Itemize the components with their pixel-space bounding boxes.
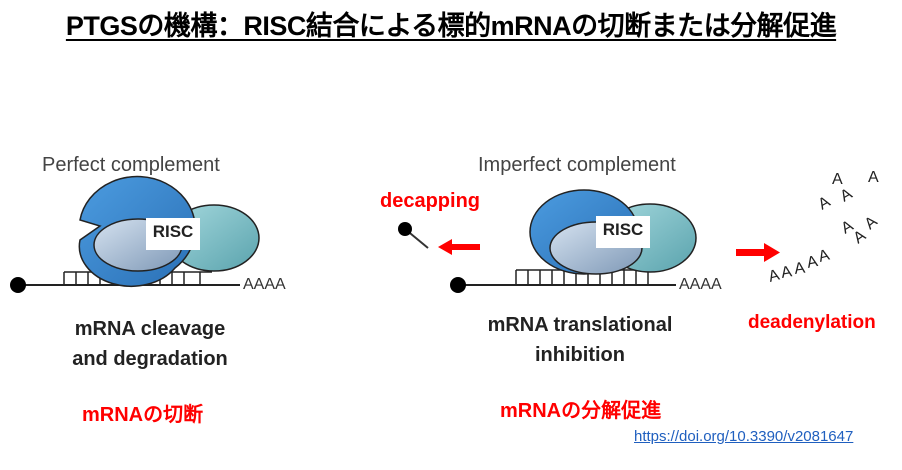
right-mrna-strand	[450, 277, 676, 293]
right-risc-label: RISC	[602, 220, 644, 239]
risc-label-box	[146, 218, 200, 250]
poly-a-letter: A	[862, 213, 881, 233]
right-caption: mRNA translational inhibition	[487, 314, 673, 366]
poly-a-letter: A	[817, 247, 832, 266]
left-polya-label: AAAA	[243, 276, 286, 293]
deadenylation-label: deadenylation	[748, 312, 876, 333]
decapping-label: decapping	[380, 190, 481, 212]
left-risc-label: RISC	[152, 222, 194, 241]
poly-a-letter: A	[805, 253, 819, 272]
decapping-arrow-icon	[438, 239, 480, 255]
right-polya-label: AAAA	[679, 276, 722, 293]
page-title: PTGSの機構：RISC結合による標的mRNAの切断または分解促進	[65, 11, 837, 41]
right-heading: Imperfect complement	[478, 154, 676, 176]
left-caption: mRNA cleavage and degradation	[72, 318, 228, 370]
right-jp-label: mRNAの分解促進	[500, 400, 662, 422]
left-heading: Perfect complement	[42, 154, 220, 176]
risc-label-box	[596, 216, 650, 248]
poly-a-letter: A	[793, 260, 806, 278]
poly-a-letter: A	[832, 171, 843, 188]
left-risc-complex	[78, 175, 260, 287]
cap-icon	[398, 222, 412, 236]
released-cap	[398, 222, 429, 249]
cap-icon	[10, 277, 26, 293]
poly-a-letter: A	[780, 263, 794, 282]
right-risc-complex	[529, 189, 697, 275]
left-jp-label: mRNAの切断	[82, 404, 204, 426]
source-doi-link[interactable]: https://doi.org/10.3390/v2081647	[634, 428, 854, 445]
cap-icon	[450, 277, 466, 293]
poly-a-letter: A	[838, 185, 856, 205]
poly-a-letter: A	[816, 193, 834, 213]
poly-a-letter: A	[868, 169, 879, 186]
poly-a-letter: A	[767, 267, 782, 286]
deadenylation-arrow-icon	[736, 243, 780, 262]
